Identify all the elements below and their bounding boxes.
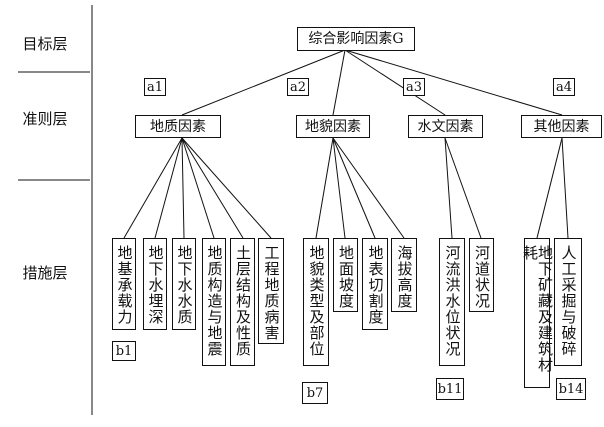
criteria-label-a2: a2 (287, 78, 309, 96)
measure-excavation: 人工采掘与破碎 (554, 238, 582, 366)
measure-mineral-deposits: 地下矿藏及建筑材耗 (521, 238, 554, 388)
measure-bearing-capacity: 地基承载力 (112, 238, 136, 330)
criteria-node-geology: 地质因素 (135, 115, 221, 138)
criteria-node-hydrology: 水文因素 (408, 115, 483, 138)
goal-node: 综合影响因素G (297, 27, 415, 51)
criteria-label-a3: a3 (403, 78, 425, 96)
criteria-label-a1: a1 (144, 78, 166, 96)
measure-groundwater-depth: 地下水埋深 (143, 238, 167, 330)
measure-label-b7: b7 (302, 382, 328, 404)
criteria-node-landform: 地貌因素 (296, 115, 370, 138)
measure-channel-condition: 河道状况 (469, 238, 494, 312)
measure-label-b1: b1 (112, 341, 136, 361)
criteria-label-a4: a4 (553, 78, 575, 96)
layer-criteria: 准则层 (22, 110, 68, 128)
layer-measures: 措施层 (22, 264, 68, 282)
layer-target: 目标层 (22, 35, 68, 53)
measure-flood-level: 河流洪水位状况 (439, 238, 465, 366)
measure-landform-type: 地貌类型及部位 (303, 238, 329, 366)
measure-geologic-structure: 地质构造与地震 (202, 238, 226, 366)
measure-geologic-hazards: 工程地质病害 (258, 238, 284, 344)
measure-surface-dissection: 地表切割度 (362, 238, 388, 330)
measure-groundwater-quality: 地下水水质 (172, 238, 196, 330)
measure-soil-structure: 土层结构及性质 (230, 238, 255, 366)
measure-altitude: 海拔高度 (391, 238, 417, 312)
criteria-node-other: 其他因素 (521, 115, 602, 138)
measure-ground-slope: 地面坡度 (333, 238, 358, 312)
measure-label-b11: b11 (436, 378, 464, 400)
measure-label-b14: b14 (556, 378, 586, 400)
